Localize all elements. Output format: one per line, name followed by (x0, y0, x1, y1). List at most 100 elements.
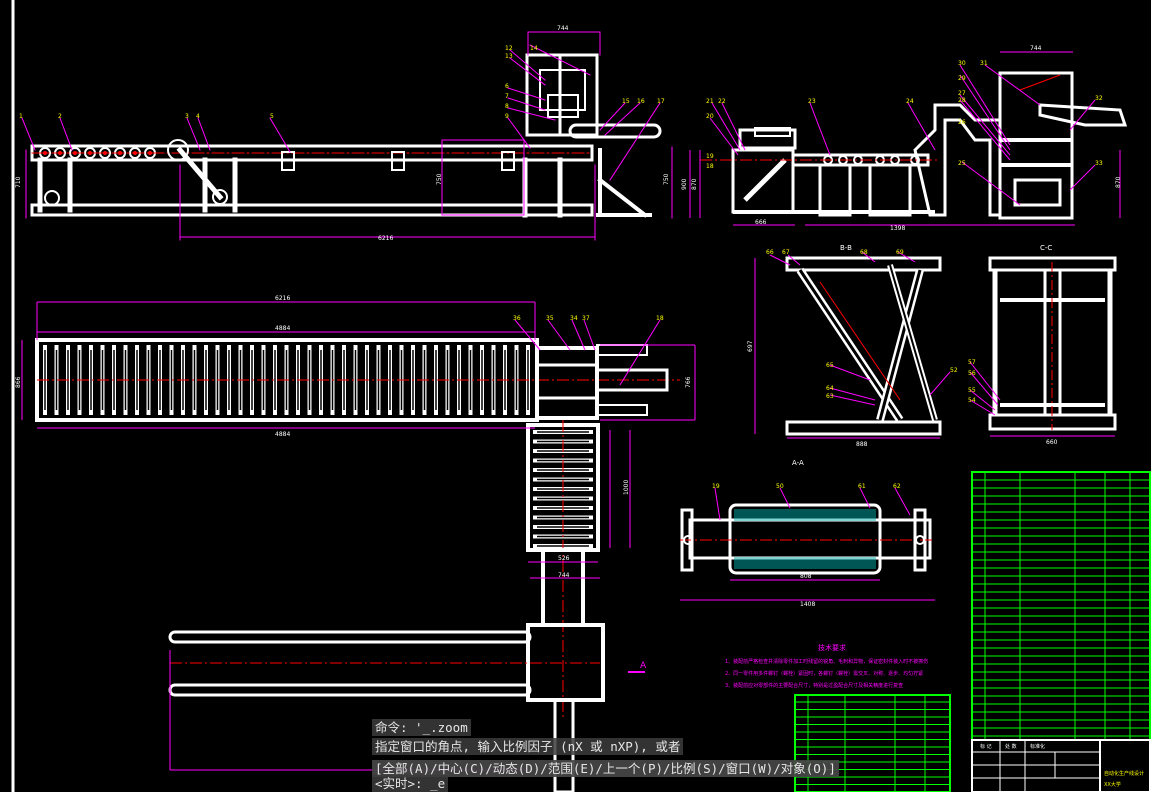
svg-text:7: 7 (505, 93, 509, 100)
svg-text:30: 30 (958, 60, 966, 67)
svg-text:4884: 4884 (275, 431, 290, 438)
svg-text:标准化: 标准化 (1030, 743, 1045, 750)
svg-text:B-B: B-B (840, 244, 852, 252)
svg-text:5: 5 (270, 113, 274, 120)
roller-detail: 19 50 61 62 808 1408 A-A (680, 459, 935, 608)
svg-text:标 记: 标 记 (980, 743, 992, 750)
svg-text:6216: 6216 (378, 235, 393, 242)
svg-text:766: 766 (685, 376, 692, 388)
svg-text:55: 55 (968, 387, 976, 394)
svg-text:69: 69 (896, 249, 904, 256)
svg-text:2、同一零件用多件螺钉（螺栓）紧固时，各螺钉（螺栓）需交叉、: 2、同一零件用多件螺钉（螺栓）紧固时，各螺钉（螺栓）需交叉、对称、逐步、均匀拧紧 (725, 670, 923, 677)
svg-text:2: 2 (58, 113, 62, 120)
svg-text:24: 24 (906, 98, 914, 105)
svg-text:13: 13 (505, 53, 513, 60)
svg-text:8: 8 (505, 103, 509, 110)
svg-text:866: 866 (15, 376, 22, 388)
svg-text:20: 20 (706, 113, 714, 120)
svg-text:C-C: C-C (1040, 244, 1052, 252)
svg-text:处 数: 处 数 (1005, 743, 1017, 750)
svg-text:3: 3 (185, 113, 189, 120)
svg-text:28: 28 (958, 97, 966, 104)
svg-text:66: 66 (766, 249, 774, 256)
svg-text:68: 68 (860, 249, 868, 256)
svg-text:744: 744 (558, 572, 570, 579)
svg-text:15: 15 (622, 98, 630, 105)
technical-notes: 技术要求 1、装配前严格检查并清除零件加工时残留的锐角、毛刺和异物，保证密封件装… (725, 643, 928, 689)
svg-text:1: 1 (19, 113, 23, 120)
svg-text:33: 33 (1095, 160, 1103, 167)
svg-text:自动化生产线设计: 自动化生产线设计 (1104, 770, 1144, 777)
svg-text:34: 34 (570, 315, 578, 322)
svg-text:25: 25 (958, 160, 966, 167)
svg-text:63: 63 (826, 393, 834, 400)
command-prompt-line: 指定窗口的角点, 输入比例因子 (nX 或 nXP), 或者 (372, 738, 684, 755)
svg-text:1408: 1408 (800, 601, 815, 608)
svg-text:29: 29 (958, 75, 966, 82)
svg-text:56: 56 (968, 370, 976, 377)
svg-text:23: 23 (808, 98, 816, 105)
svg-text:19: 19 (706, 153, 714, 160)
svg-text:4: 4 (196, 113, 200, 120)
svg-text:27: 27 (958, 90, 966, 97)
svg-text:697: 697 (747, 340, 754, 352)
svg-text:62: 62 (893, 483, 901, 490)
svg-text:67: 67 (782, 249, 790, 256)
svg-text:32: 32 (1095, 95, 1103, 102)
command-options-line[interactable]: [全部(A)/中心(C)/动态(D)/范围(E)/上一个(P)/比例(S)/窗口… (372, 760, 839, 777)
svg-text:1、装配前严格检查并清除零件加工时残留的锐角、毛刺和异物，保: 1、装配前严格检查并清除零件加工时残留的锐角、毛刺和异物，保证密封件装入时不被擦… (725, 658, 928, 665)
svg-text:XX大学: XX大学 (1104, 781, 1121, 788)
svg-text:1398: 1398 (890, 225, 905, 232)
svg-text:19: 19 (712, 483, 720, 490)
svg-text:36: 36 (513, 315, 521, 322)
svg-text:26: 26 (958, 119, 966, 126)
parts-list: 标 记 处 数 标准化 自动化生产线设计 XX大学 (794, 471, 1151, 792)
svg-text:6: 6 (505, 83, 509, 90)
svg-text:9: 9 (505, 113, 509, 120)
svg-text:57: 57 (968, 359, 976, 366)
svg-text:750: 750 (663, 173, 670, 185)
command-history-line: 命令: '_.zoom (372, 719, 471, 736)
svg-text:A: A (640, 661, 647, 671)
svg-text:870: 870 (691, 178, 698, 190)
svg-text:22: 22 (718, 98, 726, 105)
svg-text:660: 660 (1046, 439, 1058, 446)
svg-text:54: 54 (968, 397, 976, 404)
svg-text:65: 65 (826, 362, 834, 369)
svg-text:技术要求: 技术要求 (818, 643, 846, 652)
svg-text:744: 744 (557, 25, 569, 32)
svg-text:18: 18 (706, 163, 714, 170)
svg-text:35: 35 (546, 315, 554, 322)
svg-text:3、装配前应对零部件的主要配合尺寸，特别是过盈配合尺寸及相关: 3、装配前应对零部件的主要配合尺寸，特别是过盈配合尺寸及相关精度进行复查 (725, 682, 903, 689)
svg-text:808: 808 (800, 573, 812, 580)
svg-text:61: 61 (858, 483, 866, 490)
svg-text:750: 750 (436, 173, 443, 185)
svg-text:710: 710 (15, 176, 22, 188)
svg-text:744: 744 (1030, 45, 1042, 52)
svg-text:4884: 4884 (275, 325, 290, 332)
svg-text:A-A: A-A (792, 459, 804, 467)
command-input-line[interactable]: <实时>: _e (372, 775, 449, 792)
svg-text:888: 888 (856, 441, 868, 448)
svg-text:870: 870 (1115, 176, 1122, 188)
svg-text:16: 16 (637, 98, 645, 105)
svg-text:526: 526 (558, 555, 570, 562)
svg-text:6216: 6216 (275, 295, 290, 302)
svg-text:900: 900 (681, 178, 688, 190)
svg-text:50: 50 (776, 483, 784, 490)
svg-text:37: 37 (582, 315, 590, 322)
svg-text:64: 64 (826, 385, 834, 392)
svg-text:18: 18 (656, 315, 664, 322)
svg-text:21: 21 (706, 98, 714, 105)
svg-text:666: 666 (755, 219, 767, 226)
svg-text:14: 14 (530, 45, 538, 52)
svg-text:31: 31 (980, 60, 988, 67)
svg-text:1000: 1000 (623, 480, 630, 495)
svg-text:17: 17 (657, 98, 665, 105)
svg-text:52: 52 (950, 367, 958, 374)
